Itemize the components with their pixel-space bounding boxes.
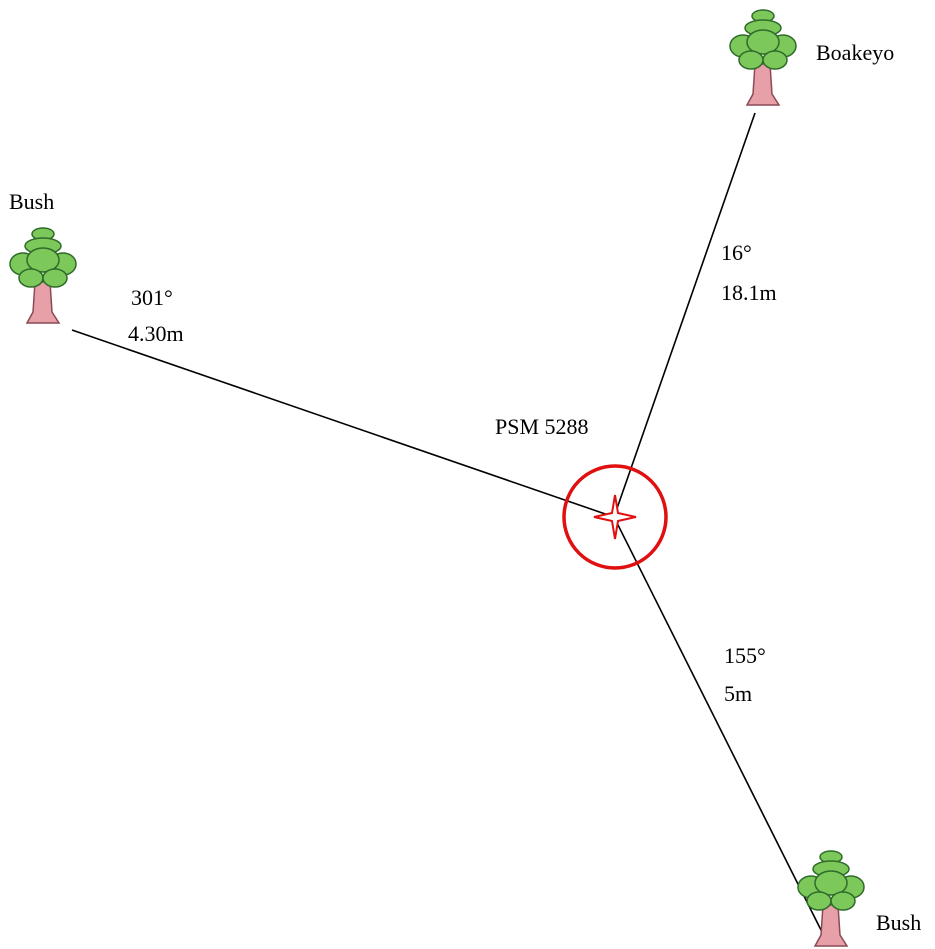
bearing-bush-west: 301° xyxy=(131,285,173,310)
tree-icon xyxy=(797,850,865,947)
station-star-icon xyxy=(593,494,637,540)
distance-bush-west: 4.30m xyxy=(128,321,184,346)
line-to-boakeyo xyxy=(613,112,756,518)
bearing-bush-southeast: 155° xyxy=(724,643,766,668)
reference-name-boakeyo: Boakeyo xyxy=(816,40,895,65)
distance-boakeyo: 18.1m xyxy=(721,280,777,305)
bearing-boakeyo: 16° xyxy=(721,240,752,265)
tree-icon xyxy=(729,9,797,106)
line-to-bush-southeast xyxy=(613,516,827,941)
station-label: PSM 5288 xyxy=(495,414,589,439)
station-circle xyxy=(562,464,668,570)
tree-icon xyxy=(9,227,77,324)
line-to-bush-west xyxy=(71,329,615,518)
reference-name-bush-southeast: Bush xyxy=(876,910,922,935)
distance-bush-southeast: 5m xyxy=(724,681,753,706)
reference-name-bush-west: Bush xyxy=(9,189,55,214)
